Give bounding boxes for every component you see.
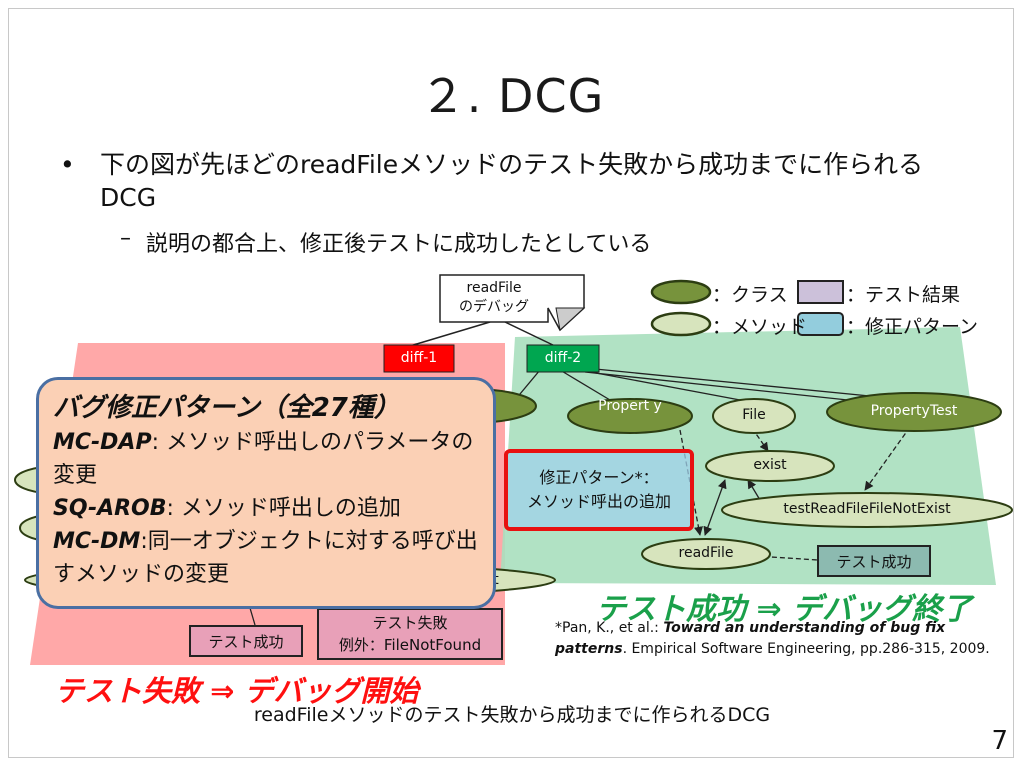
callout-code: MC-DAP	[53, 430, 152, 455]
citation-prefix: *Pan, K., et al.:	[555, 620, 659, 636]
edge-test-exist	[747, 479, 761, 501]
fail-label: テスト失敗 ⇒ デバッグ開始	[55, 674, 419, 708]
result-success-green-box	[817, 545, 931, 577]
figure-caption: readFileメソッドのテスト失敗から成功までに作られるDCG	[253, 704, 771, 726]
page-number: 7	[991, 726, 1008, 756]
bullet-dot: •	[60, 150, 75, 179]
fix-pattern-box: 修正パターン*： メソッド呼出の追加	[504, 449, 694, 531]
node-property-label: Propert y	[598, 398, 662, 414]
node-propertytest	[826, 392, 1002, 432]
node-test-read-file	[721, 492, 1013, 528]
legend-class-label: ：クラス	[712, 284, 788, 306]
result-fail-line2: 例外：FileNotFound	[338, 636, 482, 654]
node-file-label: File	[742, 407, 766, 423]
callout-desc: : メソッド呼出しのパラメータの変更	[53, 430, 474, 488]
bug-fix-pattern-callout: バグ修正パターン（全27種） MC-DAP: メソッド呼出しのパラメータの変更 …	[36, 377, 496, 609]
slide-frame	[8, 8, 1014, 758]
node-readfile	[641, 538, 771, 570]
fix-pattern-line1: 修正パターン*：	[539, 468, 659, 487]
speech-bubble-shape	[439, 274, 585, 332]
legend-fix-pattern-shape	[797, 312, 844, 336]
citation-suffix: . Empirical Software Engineering, pp.286…	[622, 641, 990, 657]
edge-diff2-file	[579, 369, 741, 401]
node-exist-label: exist	[753, 457, 787, 473]
bullet-dash: –	[120, 226, 131, 251]
diff-1-box	[383, 344, 455, 373]
fix-pattern-line2: メソッド呼出の追加	[526, 492, 671, 511]
legend-test-result-label: ：テスト結果	[846, 284, 961, 306]
speech-bubble-line1: readFile	[466, 280, 522, 296]
result-success-red-box	[189, 625, 303, 657]
edge-diff2-propertytest	[584, 367, 891, 399]
edge-diff2-property	[559, 369, 611, 401]
callout-item-mc-dm: MC-DM:同一オブジェクトに対する呼び出すメソッドの変更	[53, 525, 479, 591]
callout-code: MC-DM	[53, 529, 141, 554]
success-label: テスト成功 ⇒ デバッグ終了	[596, 592, 973, 627]
legend-test-result-shape	[797, 280, 844, 304]
callout-code: SQ-AROB	[53, 496, 167, 521]
speech-bubble-line2: のデバッグ	[459, 299, 529, 315]
legend-fix-pattern-label: ：修正パターン	[846, 316, 979, 338]
diff-2-box	[526, 344, 600, 373]
edge-bubble-diff2	[504, 321, 556, 347]
bullet-sub-text: 説明の都合上、修正後テストに成功したとしている	[146, 232, 652, 257]
diff-2-label: diff-2	[544, 350, 582, 366]
bullet-main-text: 下の図が先ほどのreadFileメソッドのテスト失敗から成功までに作られるDCG	[100, 150, 924, 212]
legend-class-shape	[650, 279, 712, 305]
speech-bubble-text: readFile のデバッグ	[440, 279, 548, 317]
callout-heading: バグ修正パターン（全27種）	[53, 393, 400, 423]
node-test-read-file-label: testReadFileFileNotExist	[783, 501, 951, 517]
result-fail-line1: テスト失敗	[372, 614, 448, 632]
legend-method-label: ：メソッド	[712, 316, 808, 338]
callout-desc: : メソッド呼出しの追加	[166, 496, 401, 521]
result-success-green-label: テスト成功	[836, 553, 912, 571]
edge-readfile-result	[739, 554, 819, 561]
speech-bubble-tail	[555, 307, 586, 331]
result-fail-label: テスト失敗 例外：FileNotFound	[318, 612, 502, 656]
node-property	[567, 398, 693, 434]
edge-propertytest-test	[864, 426, 911, 491]
result-success-red-label: テスト成功	[208, 633, 284, 651]
node-readfile-label: readFile	[678, 545, 734, 561]
edge-readfile-exist	[703, 479, 727, 536]
legend-method-shape	[650, 311, 712, 337]
edge-bubble-diff1	[409, 321, 491, 347]
callout-item-mc-dap: MC-DAP: メソッド呼出しのパラメータの変更	[53, 426, 479, 492]
node-propertytest-label: PropertyTest	[870, 403, 958, 419]
diff-1-label: diff-1	[400, 350, 438, 366]
callout-desc: :同一オブジェクトに対する呼び出すメソッドの変更	[53, 529, 478, 587]
edge-fail-result	[249, 607, 256, 626]
slide-title: ２. DCG	[419, 69, 605, 123]
callout-item-sq-arob: SQ-AROB: メソッド呼出しの追加	[53, 492, 479, 525]
node-exist	[705, 450, 835, 482]
result-fail-box	[317, 608, 503, 660]
citation: *Pan, K., et al.: Toward an understandin…	[555, 618, 1015, 660]
node-file	[712, 398, 796, 434]
edge-property-readfile	[679, 429, 703, 536]
citation-title: Toward an understanding of bug fix patte…	[555, 620, 946, 657]
